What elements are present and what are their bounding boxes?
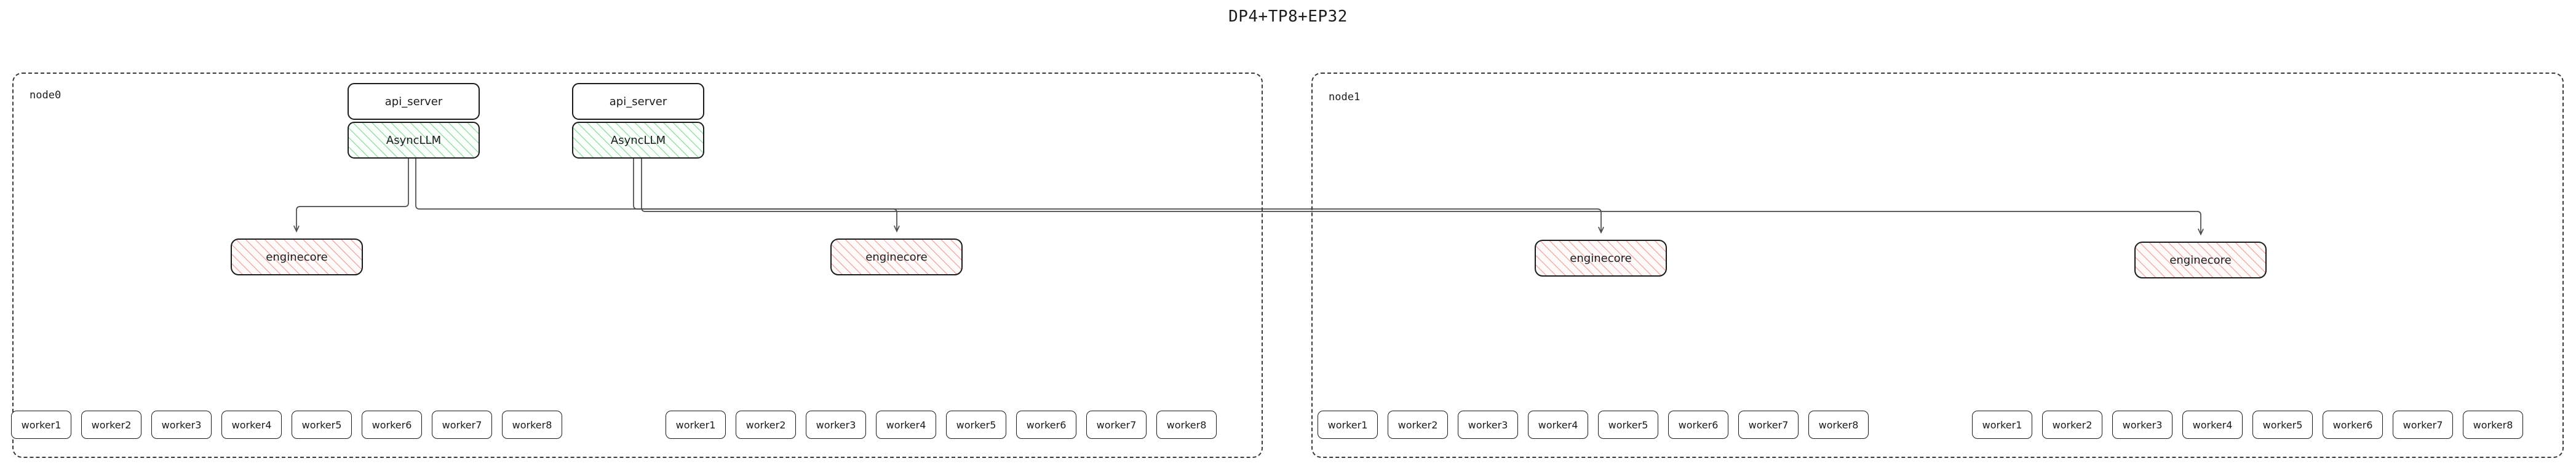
enginecore-box-ec0[interactable]: enginecore	[231, 238, 363, 275]
worker-box-wg1-1[interactable]: worker1	[666, 411, 726, 439]
worker-box-wg2-3-label: worker3	[1468, 419, 1508, 431]
worker-box-wg1-7-label: worker7	[1096, 419, 1137, 431]
worker-box-wg2-1[interactable]: worker1	[1318, 411, 1378, 439]
worker-box-wg0-8-label: worker8	[512, 419, 552, 431]
worker-box-wg0-5-label: worker5	[301, 419, 342, 431]
worker-box-wg1-5[interactable]: worker5	[946, 411, 1006, 439]
worker-box-wg0-1[interactable]: worker1	[11, 411, 71, 439]
worker-box-wg2-8-label: worker8	[1818, 419, 1859, 431]
cluster-node1	[1311, 73, 2564, 458]
page-title: DP4+TP8+EP32	[1228, 7, 1348, 26]
asyncllm-box-node0-1[interactable]: AsyncLLM	[572, 122, 704, 159]
worker-box-wg3-8-label: worker8	[2473, 419, 2513, 431]
worker-box-wg3-4-label: worker4	[2192, 419, 2233, 431]
api-server-box-node0-0-label: api_server	[384, 95, 443, 108]
worker-box-wg2-8[interactable]: worker8	[1808, 411, 1869, 439]
cluster-label-node0: node0	[30, 89, 62, 101]
enginecore-box-ec2[interactable]: enginecore	[1535, 240, 1667, 277]
worker-box-wg2-7[interactable]: worker7	[1738, 411, 1799, 439]
worker-box-wg3-1[interactable]: worker1	[1972, 411, 2032, 439]
worker-box-wg1-2-label: worker2	[745, 419, 786, 431]
worker-box-wg3-4[interactable]: worker4	[2182, 411, 2243, 439]
api-server-box-node0-1-label: api_server	[609, 95, 667, 108]
worker-box-wg1-4-label: worker4	[886, 419, 926, 431]
asyncllm-box-node0-1-label: AsyncLLM	[610, 133, 666, 147]
worker-box-wg3-2-label: worker2	[2052, 419, 2093, 431]
worker-box-wg2-2[interactable]: worker2	[1388, 411, 1448, 439]
worker-box-wg1-5-label: worker5	[956, 419, 996, 431]
cluster-label-node1: node1	[1329, 91, 1361, 103]
worker-box-wg0-2-label: worker2	[91, 419, 132, 431]
enginecore-box-ec3[interactable]: enginecore	[2134, 242, 2267, 278]
worker-box-wg2-6-label: worker6	[1678, 419, 1719, 431]
worker-box-wg1-4[interactable]: worker4	[876, 411, 936, 439]
worker-box-wg0-6-label: worker6	[372, 419, 412, 431]
worker-box-wg0-5[interactable]: worker5	[292, 411, 352, 439]
worker-box-wg0-2[interactable]: worker2	[81, 411, 141, 439]
api-server-box-node0-0[interactable]: api_server	[348, 83, 480, 120]
worker-box-wg3-7-label: worker7	[2403, 419, 2443, 431]
worker-box-wg3-3-label: worker3	[2122, 419, 2163, 431]
worker-box-wg2-4[interactable]: worker4	[1528, 411, 1588, 439]
worker-box-wg3-8[interactable]: worker8	[2463, 411, 2523, 439]
worker-box-wg3-7[interactable]: worker7	[2393, 411, 2453, 439]
worker-box-wg0-4-label: worker4	[231, 419, 272, 431]
enginecore-box-ec1-label: enginecore	[865, 250, 928, 264]
worker-box-wg1-7[interactable]: worker7	[1086, 411, 1147, 439]
worker-box-wg0-3-label: worker3	[161, 419, 202, 431]
worker-box-wg0-6[interactable]: worker6	[362, 411, 422, 439]
worker-box-wg1-8[interactable]: worker8	[1156, 411, 1217, 439]
worker-box-wg1-3-label: worker3	[816, 419, 856, 431]
enginecore-box-ec2-label: enginecore	[1570, 251, 1632, 265]
worker-box-wg1-6-label: worker6	[1026, 419, 1067, 431]
worker-box-wg2-2-label: worker2	[1397, 419, 1438, 431]
worker-box-wg0-7[interactable]: worker7	[432, 411, 492, 439]
worker-box-wg0-7-label: worker7	[442, 419, 482, 431]
worker-box-wg0-8[interactable]: worker8	[502, 411, 562, 439]
worker-box-wg0-4[interactable]: worker4	[221, 411, 282, 439]
worker-box-wg3-6[interactable]: worker6	[2323, 411, 2383, 439]
worker-box-wg2-5[interactable]: worker5	[1598, 411, 1658, 439]
worker-box-wg3-1-label: worker1	[1982, 419, 2022, 431]
api-server-box-node0-1[interactable]: api_server	[572, 83, 704, 120]
worker-box-wg2-4-label: worker4	[1538, 419, 1578, 431]
worker-box-wg2-5-label: worker5	[1608, 419, 1648, 431]
worker-box-wg2-6[interactable]: worker6	[1668, 411, 1728, 439]
worker-box-wg2-3[interactable]: worker3	[1458, 411, 1518, 439]
worker-box-wg3-2[interactable]: worker2	[2042, 411, 2102, 439]
cluster-node0	[12, 73, 1263, 458]
worker-box-wg3-6-label: worker6	[2332, 419, 2373, 431]
worker-box-wg0-1-label: worker1	[21, 419, 62, 431]
asyncllm-box-node0-0-label: AsyncLLM	[386, 133, 442, 147]
asyncllm-box-node0-0[interactable]: AsyncLLM	[348, 122, 480, 159]
enginecore-box-ec0-label: enginecore	[266, 250, 328, 264]
worker-box-wg3-5-label: worker5	[2262, 419, 2303, 431]
worker-box-wg3-3[interactable]: worker3	[2112, 411, 2173, 439]
enginecore-box-ec3-label: enginecore	[2169, 253, 2232, 267]
enginecore-box-ec1[interactable]: enginecore	[830, 238, 963, 275]
worker-box-wg2-7-label: worker7	[1748, 419, 1789, 431]
worker-box-wg1-8-label: worker8	[1166, 419, 1207, 431]
worker-box-wg3-5[interactable]: worker5	[2252, 411, 2313, 439]
worker-box-wg1-6[interactable]: worker6	[1016, 411, 1076, 439]
worker-box-wg1-2[interactable]: worker2	[736, 411, 796, 439]
worker-box-wg1-3[interactable]: worker3	[806, 411, 866, 439]
worker-box-wg2-1-label: worker1	[1327, 419, 1368, 431]
worker-box-wg1-1-label: worker1	[675, 419, 716, 431]
worker-box-wg0-3[interactable]: worker3	[151, 411, 212, 439]
